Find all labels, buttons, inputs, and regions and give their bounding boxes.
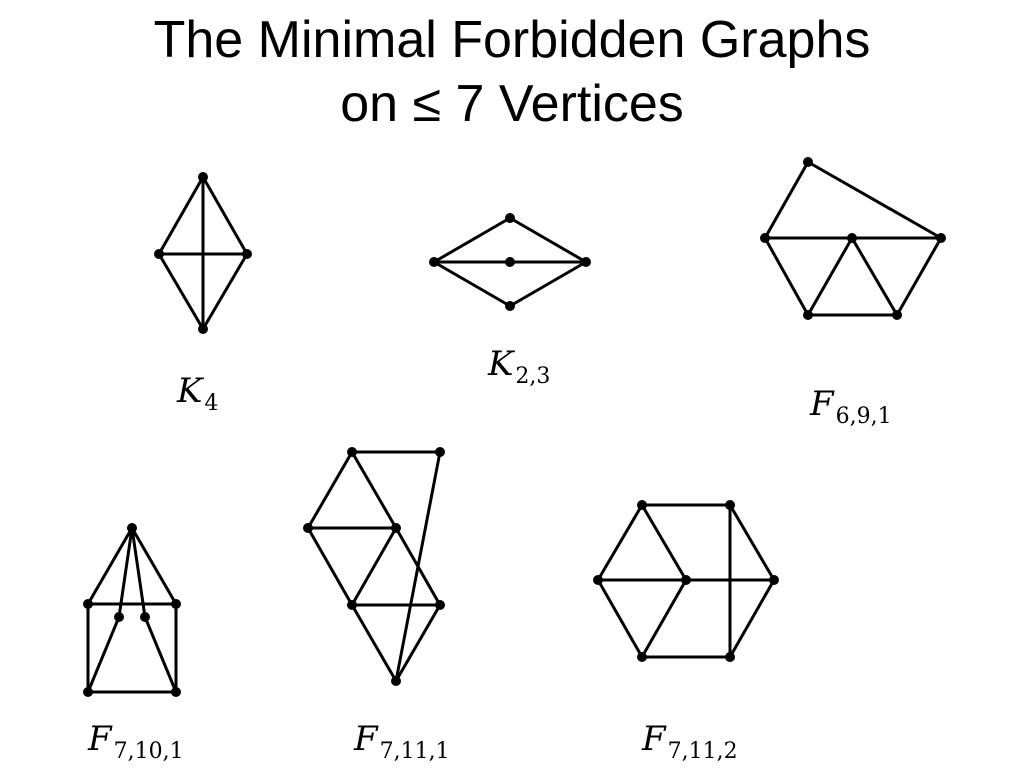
f7111-edge-1: [306, 450, 354, 530]
f7111-vertex-5: [435, 600, 445, 610]
f7101-vertex-1: [83, 599, 93, 609]
k4-edge-1: [201, 175, 249, 256]
f691-edge-4: [806, 236, 854, 317]
f7112-edge-5: [728, 578, 776, 659]
k23-vertex-3: [505, 257, 515, 267]
k4-edge-0: [157, 175, 205, 256]
f7112-edge-2: [728, 503, 776, 582]
f7101-edge-0: [86, 526, 134, 606]
f7101-vertex-6: [171, 687, 181, 697]
f7111-vertex-6: [391, 676, 401, 686]
k4-edge-5: [201, 252, 249, 331]
f7111-vertex-0: [347, 447, 357, 457]
k4-vertex-3: [198, 324, 208, 334]
k4-edge-4: [157, 252, 205, 331]
graph-f7101: F7,10,1: [83, 523, 184, 764]
f7112-edge-7: [640, 578, 688, 659]
f7112-edge-6: [640, 503, 688, 582]
graph-f691: F6,9,1: [760, 157, 946, 429]
f7101-edge-3: [130, 526, 147, 619]
graph-label-k4: K4: [176, 371, 218, 416]
f691-edge-3: [763, 236, 810, 317]
f7101-edge-9: [143, 615, 178, 694]
k4-vertex-1: [154, 249, 164, 259]
f691-vertex-2: [847, 233, 857, 243]
graph-label-f7111: F7,11,1: [353, 719, 450, 764]
graph-label-f691: F6,9,1: [809, 384, 892, 429]
k23-edge-5: [508, 260, 588, 308]
f691-edge-1: [806, 160, 943, 240]
f7112-vertex-1: [725, 500, 735, 510]
k23-vertex-1: [581, 257, 591, 267]
k23-edge-3: [508, 216, 588, 264]
f7101-edge-8: [86, 615, 121, 694]
f7101-vertex-3: [114, 612, 124, 622]
k23-vertex-2: [505, 213, 515, 223]
title-line-2: on ≤ 7 Vertices: [340, 75, 684, 133]
f7111-vertex-1: [435, 447, 445, 457]
f7112-vertex-4: [769, 575, 779, 585]
f7101-vertex-2: [171, 599, 181, 609]
f7112-vertex-5: [637, 652, 647, 662]
f691-vertex-4: [803, 310, 813, 320]
f7112-vertex-2: [593, 575, 603, 585]
page-title: The Minimal Forbidden Graphs on ≤ 7 Vert…: [0, 8, 1024, 136]
f691-edge-6: [895, 236, 943, 317]
f7101-vertex-5: [83, 687, 93, 697]
f7111-vertex-2: [303, 523, 313, 533]
f7101-vertex-0: [127, 523, 137, 533]
f7111-edge-4: [306, 526, 354, 607]
k4-vertex-0: [198, 172, 208, 182]
f691-vertex-1: [760, 233, 770, 243]
f7111-edge-10: [394, 450, 442, 683]
f7112-vertex-3: [681, 575, 691, 585]
f691-vertex-3: [936, 233, 946, 243]
f7112-edge-1: [596, 503, 644, 582]
title-line-1: The Minimal Forbidden Graphs: [153, 11, 871, 69]
f7111-edge-2: [350, 450, 398, 530]
f7101-edge-1: [130, 526, 178, 606]
k23-edge-2: [432, 260, 512, 308]
f691-edge-5: [850, 236, 899, 317]
graph-label-k23: K2,3: [487, 344, 550, 389]
f7101-edge-2: [117, 526, 134, 619]
f7111-edge-8: [350, 603, 398, 683]
f7112-vertex-6: [725, 652, 735, 662]
f691-edge-0: [763, 160, 810, 240]
graph-f7112: F7,11,2: [593, 500, 779, 764]
k23-vertex-0: [429, 257, 439, 267]
f7111-edge-5: [350, 526, 398, 607]
f7112-vertex-0: [637, 500, 647, 510]
k4-vertex-2: [242, 249, 252, 259]
graph-k23: K2,3: [429, 213, 591, 389]
f7111-vertex-3: [391, 523, 401, 533]
f7101-vertex-4: [140, 612, 150, 622]
graph-k4: K4: [154, 172, 252, 416]
f691-vertex-0: [803, 157, 813, 167]
graph-label-f7112: F7,11,2: [641, 719, 738, 764]
graph-label-f7101: F7,10,1: [87, 719, 184, 764]
f7111-edge-9: [394, 603, 442, 683]
k23-edge-0: [432, 216, 512, 264]
f7112-edge-3: [596, 578, 644, 659]
f691-vertex-5: [892, 310, 902, 320]
f7111-vertex-4: [347, 600, 357, 610]
k23-vertex-4: [505, 301, 515, 311]
graph-f7111: F7,11,1: [303, 447, 450, 764]
